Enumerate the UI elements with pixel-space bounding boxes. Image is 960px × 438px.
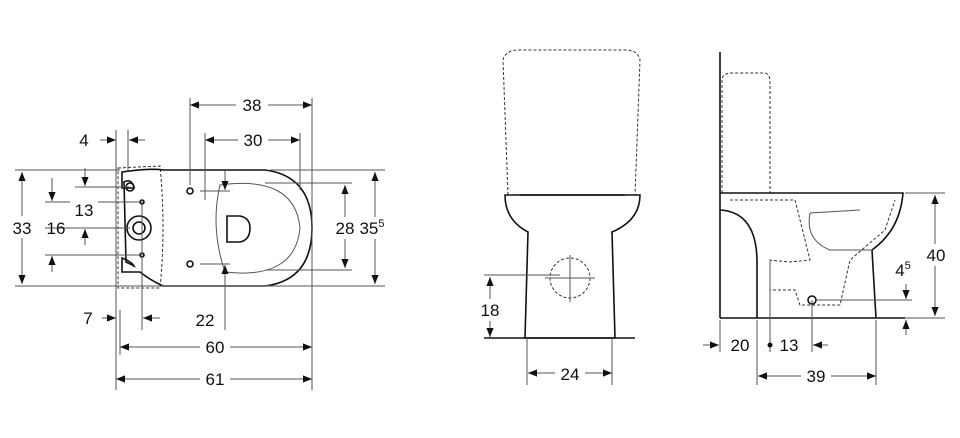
- dim-20: 20: [731, 336, 750, 355]
- seat-outline: [215, 182, 301, 274]
- dim-18: 18: [481, 301, 500, 320]
- bowl-opening: [226, 215, 251, 243]
- cistern-outline-dashed: [721, 72, 771, 193]
- dim-origin-dot: [767, 342, 773, 348]
- dim-60: 60: [206, 338, 225, 357]
- dim-39: 39: [807, 367, 826, 386]
- dim-13: 13: [75, 201, 94, 220]
- dim-38: 38: [243, 96, 262, 115]
- side-view: 40 45 20 13 39: [703, 52, 951, 386]
- dim-61: 61: [206, 370, 225, 389]
- bowl-outline: [719, 192, 904, 319]
- dim-35-5: 355: [359, 218, 384, 238]
- cistern-outline-dashed: [502, 49, 641, 196]
- dim-13-side: 13: [780, 336, 799, 355]
- dim-30: 30: [244, 131, 263, 150]
- dim-24: 24: [561, 365, 580, 384]
- dim-4-5: 45: [895, 260, 911, 280]
- dim-16: 16: [47, 219, 66, 238]
- bowl-outline: [504, 194, 641, 339]
- front-view: 18 24: [476, 49, 641, 385]
- dim-4-top: 4: [79, 131, 88, 150]
- dim-33: 33: [13, 219, 32, 238]
- seat-hole: [186, 187, 194, 195]
- outlet-circle: [126, 215, 152, 241]
- top-view: 38 30 4 33 16 13 28 355 7 22 60 61: [10, 95, 391, 390]
- tank-outline-dashed: [117, 165, 164, 289]
- dim-7: 7: [83, 309, 92, 328]
- outlet-inner-circle: [132, 221, 146, 235]
- seat-hole: [186, 260, 194, 268]
- dim-40: 40: [927, 246, 946, 265]
- dim-28: 28: [336, 219, 355, 238]
- dim-22: 22: [196, 311, 215, 330]
